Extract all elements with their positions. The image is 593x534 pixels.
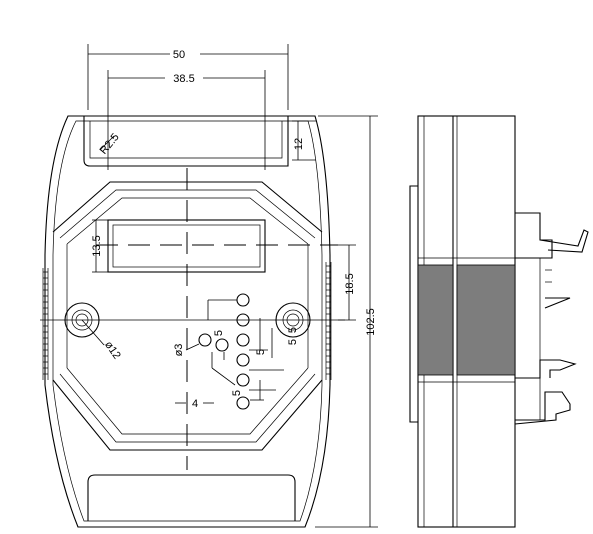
dim-top-tab: 12	[293, 138, 305, 150]
front-body-outline	[44, 115, 331, 528]
led-leaders	[207, 299, 284, 401]
led-hole	[236, 373, 250, 387]
din-rail-clip	[515, 212, 553, 259]
din-clip-foot	[514, 391, 571, 425]
lower-frame-inner2	[66, 367, 309, 435]
dimension-lines	[81, 44, 378, 528]
dim-window-height: 13.5	[91, 235, 103, 256]
din-clip-lower	[515, 359, 577, 379]
led-hole	[236, 333, 250, 347]
dim-mount-hole: ø12	[102, 339, 123, 361]
dim-led-spacing: 5	[287, 339, 299, 345]
led-hole	[236, 396, 250, 410]
led-hole	[236, 293, 250, 307]
dim-overall-height: 102.5	[365, 308, 377, 336]
front-view	[40, 115, 345, 528]
lower-frame-inner	[59, 373, 316, 443]
led-hole	[236, 353, 250, 367]
led-hole	[236, 313, 250, 327]
bottom-tab	[87, 474, 296, 521]
top-tab-inner	[89, 121, 283, 159]
upper-frame-inner	[59, 189, 316, 239]
front-body-inner	[52, 120, 323, 522]
dim-led-spacing: 5	[287, 327, 299, 333]
label-band-right	[456, 264, 516, 376]
upper-frame-inner2	[66, 197, 309, 245]
left-mount-hole	[64, 302, 100, 338]
side-flange	[409, 185, 418, 423]
dim-mount-offset: 18.5	[344, 273, 356, 294]
dim-corner-radius: R2.5	[98, 131, 122, 157]
right-grip	[325, 262, 332, 380]
top-tab	[83, 116, 289, 167]
dim-inner-width: 38.5	[173, 73, 194, 85]
din-clip-hook-mid	[544, 297, 571, 309]
right-mount-hole	[275, 302, 311, 338]
left-grip	[42, 268, 49, 380]
dim-led-hole: ø3	[173, 344, 185, 357]
dimension-labels: 50 38.5 12 R2.5 13.5 18.5 102.5 ø12 ø3 5…	[91, 49, 377, 410]
led-hole	[215, 338, 229, 352]
lower-frame-outer	[52, 379, 323, 451]
led-hole	[198, 333, 212, 347]
upper-frame-outer	[52, 181, 323, 233]
dim-overall-width: 50	[173, 49, 185, 61]
dim-led-spacing: 5	[213, 330, 225, 336]
din-clip-hook-top	[539, 229, 589, 253]
label-band-left	[417, 264, 454, 376]
dim-led-spacing: 5	[255, 349, 267, 355]
dim-led-spacing: 5	[231, 390, 243, 396]
side-view	[409, 115, 589, 528]
dim-led-offset: 4	[192, 398, 198, 410]
